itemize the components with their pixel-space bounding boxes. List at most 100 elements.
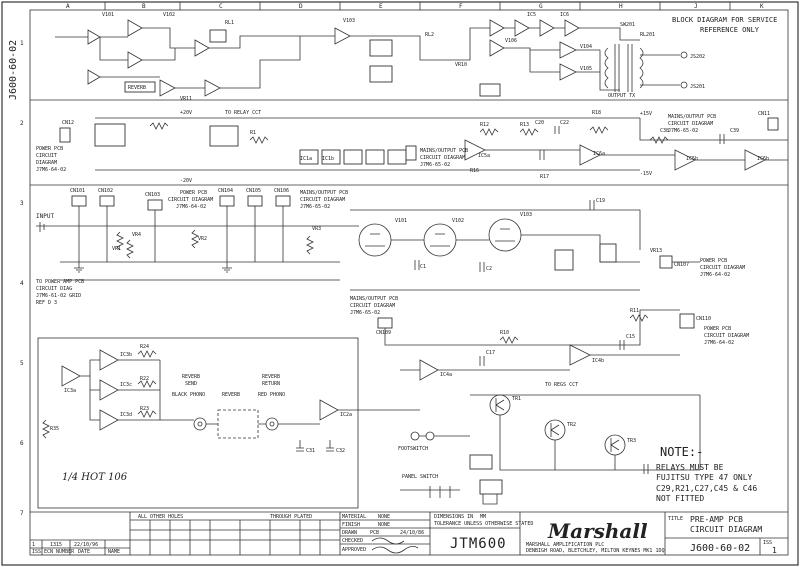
ref-mains-output-3: CIRCUIT DIAGRAM <box>300 197 345 203</box>
connector-label: CN102 <box>98 188 113 194</box>
drawn-value: PCB <box>370 530 379 536</box>
block-tag: V103 <box>343 18 355 24</box>
ic-label: IC3a <box>64 388 76 394</box>
block-reverb-label: REVERB <box>128 85 146 91</box>
resistor-label: R35 <box>50 426 59 432</box>
title-label: TITLE <box>668 516 683 522</box>
transistor-label: TR3 <box>627 438 636 444</box>
pot-label: VR3 <box>312 226 321 232</box>
ref-power-pcb-2: J7M6-64-02 <box>176 204 206 210</box>
ref-mains-output-2: MAINS/OUTPUT PCB <box>668 114 716 120</box>
reverb-return-label: REVERB <box>262 374 280 380</box>
row-label: 4 <box>20 280 24 287</box>
reverb-send-label: SEND <box>185 381 197 387</box>
row-label: 2 <box>20 120 24 127</box>
resistor-label: R24 <box>140 344 149 350</box>
reverb-section: IC3a IC3b IC3c IC3d R24 R22 R23 REVERB S… <box>37 337 420 509</box>
ref-to-power-amp: REF D 3 <box>36 300 57 306</box>
connector-label: CN101 <box>70 188 85 194</box>
transistor-label: TR1 <box>512 396 521 402</box>
col-label: C <box>219 3 223 10</box>
block-tag: V106 <box>505 38 517 44</box>
connector-label: CN11 <box>758 111 770 117</box>
ref-mains-output-4: MAINS/OUTPUT PCB <box>350 296 398 302</box>
dwg-number: J600-60-02 <box>690 543 750 554</box>
ref-to-relay: TO RELAY CCT <box>225 110 261 116</box>
row-markers: 1 2 3 4 5 6 7 <box>20 40 24 517</box>
material-label: MATERIAL <box>342 514 366 520</box>
ic-label: IC3d <box>120 412 132 418</box>
connector-label: CN110 <box>696 316 711 322</box>
ref-power-pcb-1: POWER PCB <box>36 146 63 152</box>
row-label: 7 <box>20 510 24 517</box>
red-phono-label: RED PHONO <box>258 392 285 398</box>
col-label: F <box>459 3 463 10</box>
resistor-label: R16 <box>470 168 479 174</box>
cap-label: C32 <box>336 448 345 454</box>
pot-label: VR1 <box>112 246 121 252</box>
ref-power-pcb-1: J7M6-64-02 <box>36 167 66 173</box>
resistor-label: R13 <box>520 122 529 128</box>
block-tag: JS202 <box>690 54 705 60</box>
cap-label: C1 <box>420 264 426 270</box>
note-line: FUJITSU TYPE 47 ONLY <box>656 473 753 482</box>
valve-label: V101 <box>395 218 407 224</box>
sheet-inner-border <box>29 9 789 556</box>
reverb-return-label: RETURN <box>262 381 280 387</box>
pot-label: VR2 <box>198 236 207 242</box>
pot-label: VR4 <box>132 232 141 238</box>
through-plated-label: THROUGH PLATED <box>270 514 312 520</box>
col-label: B <box>142 3 146 10</box>
ic-label: IC4b <box>592 358 604 364</box>
ref-mains-output-3: J7M6-65-02 <box>300 204 330 210</box>
ref-power-pcb-3: POWER PCB <box>700 258 727 264</box>
block-tag: IC5 <box>527 12 536 18</box>
ref-power-pcb-2: POWER PCB <box>180 190 207 196</box>
note-line: C29,R21,C27,C45 & C46 <box>656 484 757 493</box>
resistor-label: R23 <box>140 406 149 412</box>
cap-label: C22 <box>560 120 569 126</box>
reverb-send-label: REVERB <box>182 374 200 380</box>
connector-label: CN12 <box>62 120 74 126</box>
title-line2: CIRCUIT DIAGRAM <box>690 525 762 534</box>
finish-label: FINISH <box>342 522 360 528</box>
ref-power-pcb-3: CIRCUIT DIAGRAM <box>700 265 745 271</box>
col-label: J <box>694 3 698 10</box>
rev-col-header: DATE <box>78 549 90 555</box>
upper-schematic: +15V -15V +20V -20V IC1a IC1b IC5a IC5b … <box>30 110 788 186</box>
brand-logo: Marshall <box>547 519 648 543</box>
ref-power-pcb-4: POWER PCB <box>704 326 731 332</box>
col-label: E <box>379 3 383 10</box>
title-block: 1 1315 22/10/96 ISS ECN NUMBER DATE NAME… <box>30 511 788 555</box>
ref-mains-output-2: J7M6-65-02 <box>668 128 698 134</box>
input-label: INPUT <box>36 213 54 220</box>
address-line: MARSHALL AMPLIFICATION PLC <box>526 542 604 548</box>
ref-mains-output-1: CIRCUIT DIAGRAM <box>420 155 465 161</box>
ic-label: IC3c <box>120 382 132 388</box>
ref-mains-output-4: CIRCUIT DIAGRAM <box>350 303 395 309</box>
drawn-label: DRAWN <box>342 530 357 536</box>
finish-value: NONE <box>378 522 390 528</box>
cap-label: C15 <box>626 334 635 340</box>
ref-power-pcb-3: J7M6-64-02 <box>700 272 730 278</box>
note-line: RELAYS MUST BE <box>656 463 724 472</box>
connector-label: CN104 <box>218 188 233 194</box>
row-label: 5 <box>20 360 24 367</box>
col-label: G <box>539 3 543 10</box>
block-tag: JS201 <box>690 84 705 90</box>
connector-label: CN107 <box>674 262 689 268</box>
cap-label: C2 <box>486 266 492 272</box>
ref-to-power-amp: CIRCUIT DIAG <box>36 286 72 292</box>
resistor-label: R17 <box>540 174 549 180</box>
block-diagram: BLOCK DIAGRAM FOR SERVICE REFERENCE ONLY… <box>30 12 788 102</box>
col-label: A <box>66 3 70 10</box>
title-line1: PRE-AMP PCB <box>690 515 743 524</box>
ref-power-pcb-2: CIRCUIT DIAGRAM <box>168 197 213 203</box>
ref-power-pcb-1: DIAGRAM <box>36 160 57 166</box>
col-label: H <box>619 3 623 10</box>
ic-label: IC2a <box>340 412 352 418</box>
reverb-label: REVERB <box>222 392 240 398</box>
block-tag: V105 <box>580 66 592 72</box>
block-tag: V104 <box>580 44 592 50</box>
rev-issue: 1 <box>32 542 35 548</box>
